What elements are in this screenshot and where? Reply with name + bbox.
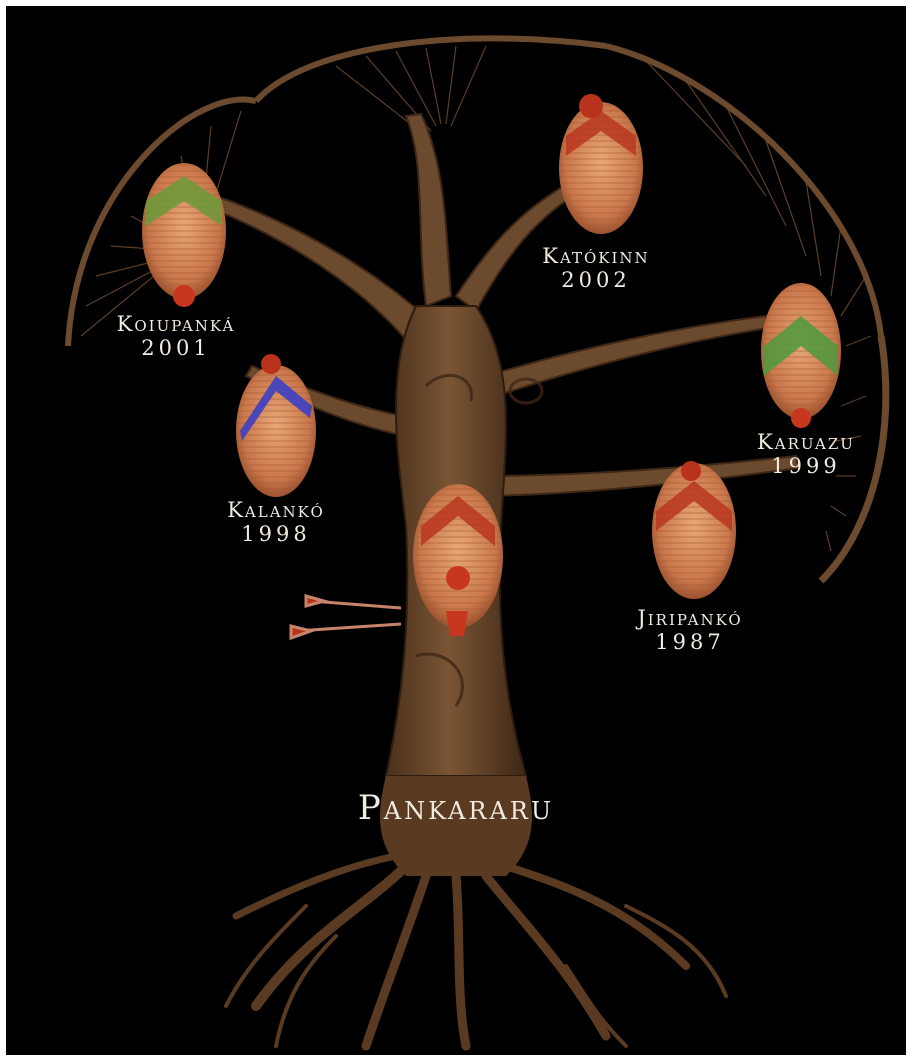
branch-label-jiripanko: Jiripankó 1987 bbox=[610, 606, 770, 654]
branch-year: 1998 bbox=[196, 522, 356, 546]
branch-label-kalanko: Kalankó 1998 bbox=[196, 498, 356, 546]
branch-year: 2002 bbox=[516, 268, 676, 292]
branch-name: Koiupanká bbox=[96, 312, 256, 336]
branch-label-koiupanka: Koiupanká 2001 bbox=[96, 312, 256, 360]
branch-label-karuazu: Karuazu 1999 bbox=[736, 430, 876, 478]
tree-roots bbox=[226, 856, 726, 1046]
mask-koiupanka bbox=[142, 163, 226, 307]
tree-illustration bbox=[6, 6, 906, 1055]
root-label: Pankararu bbox=[306, 788, 606, 828]
tree-diagram: Koiupanká 2001 Katókinn 2002 Karuazu 199… bbox=[6, 6, 906, 1055]
mask-karuazu bbox=[761, 283, 841, 428]
branch-year: 1999 bbox=[736, 454, 876, 478]
branch-name: Jiripankó bbox=[610, 606, 770, 630]
branch-name: Kalankó bbox=[196, 498, 356, 522]
arrows bbox=[291, 596, 401, 638]
branch-name: Katókinn bbox=[516, 244, 676, 268]
branch-year: 1987 bbox=[610, 630, 770, 654]
branch-year: 2001 bbox=[96, 336, 256, 360]
mask-katokinn bbox=[559, 94, 643, 234]
branch-label-katokinn: Katókinn 2002 bbox=[516, 244, 676, 292]
branch-name: Karuazu bbox=[736, 430, 876, 454]
